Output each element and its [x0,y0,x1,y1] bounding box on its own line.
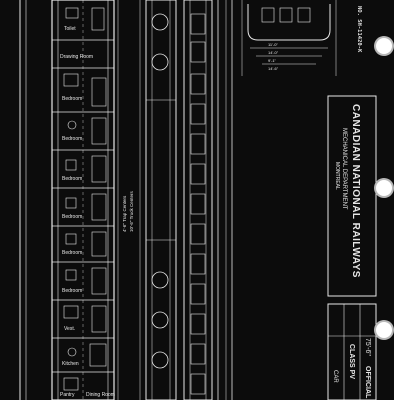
department-name: MECHANICAL DEPARTMENT [341,128,347,210]
room-label: Pantry [60,392,75,398]
dimension-label: 11'-0" [268,42,278,47]
window-elevation [183,0,213,400]
binder-hole [376,180,392,196]
title-block: CANADIAN NATIONAL RAILWAYS MECHANICAL DE… [327,95,377,400]
binder-hole [376,38,392,54]
floor-plan [51,0,115,400]
room-label: Drawing Room [60,54,93,60]
room-label: Bedroom [62,288,82,294]
company-name: CANADIAN NATIONAL RAILWAYS [350,104,361,278]
dimension-label: 14'-0" [268,50,279,55]
note-text: 4'-6" Trap Centers [122,195,127,232]
title-caption: OFFICIAL [364,366,371,399]
cross-section-view: 11'-0" 14'-0" 9'-1" 14'-6" [241,0,337,76]
sheet-border [19,0,27,400]
room-label: Bedroom [62,136,82,142]
room-label: Vest. [64,326,75,332]
room-label: Bedroom [62,176,82,182]
room-label: Kitchen [62,361,79,367]
dimension-label: 14'-6" [268,66,279,71]
class-label: CLASS PV [348,344,355,379]
note-text: 10'-6" Truck Centers [129,191,134,232]
room-label: Bedroom [62,96,82,102]
room-label: Toilet [64,26,76,32]
plan-room-labels: Toilet Drawing Room Bedroom Bedroom Bedr… [60,26,115,398]
drawing-notes: 4'-6" Trap Centers 10'-6" Truck Centers [117,0,141,400]
car-label: CAR [332,370,338,383]
length-dimension: 75'-6" [364,338,371,356]
room-label: Dining Room [86,392,115,398]
room-label: Bedroom [62,214,82,220]
binder-hole [376,322,392,338]
section-lines [217,0,233,400]
dimension-label: 9'-1" [268,58,277,63]
city-name: MONTREAL [334,162,340,190]
side-elevation [145,0,177,400]
drawing-number: NO. SH-11420-K [356,6,362,53]
room-label: Bedroom [62,250,82,256]
